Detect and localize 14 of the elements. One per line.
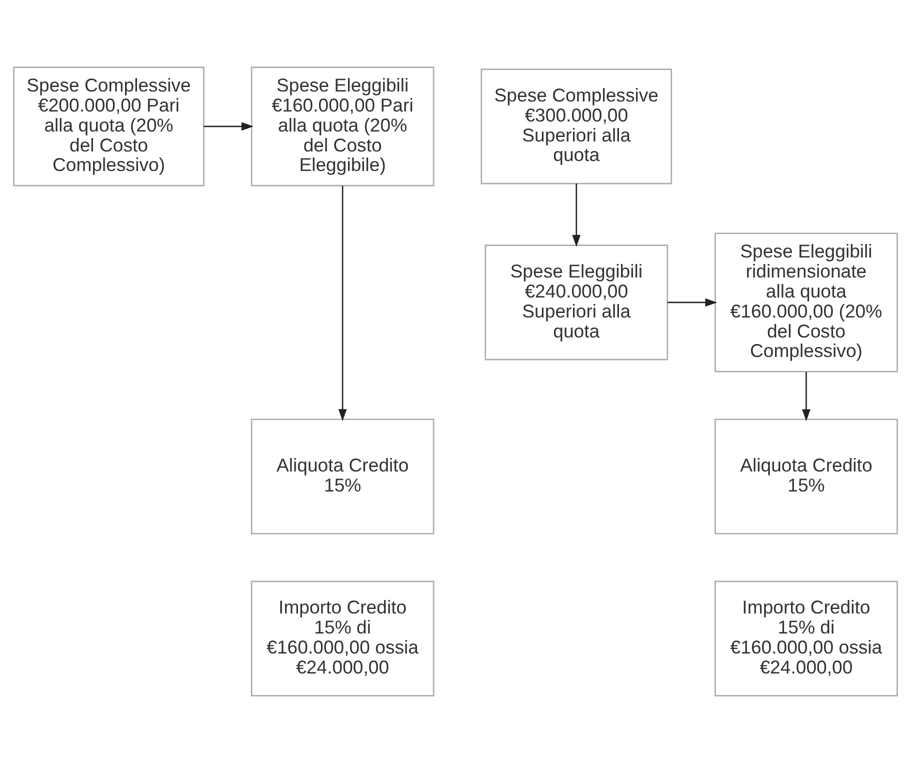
- node-box: Spese Eleggibili €240.000,00 Superiori alla quota: [484, 244, 668, 360]
- arrow: [338, 186, 347, 422]
- node-box: Spese Complessive €300.000,00 Superiori alla quota: [480, 68, 672, 184]
- node-box: Importo Credito 15% di €160.000,00 ossia €24.000,00: [250, 580, 434, 696]
- arrow: [802, 372, 810, 422]
- node-box: Spese Complessive €200.000,00 Pari alla quota (20% del Costo Complessivo): [13, 66, 204, 186]
- node-box: Aliquota Credito 15%: [714, 418, 898, 534]
- node-box: Spese Eleggibili €160.000,00 Pari alla quota (20% del Costo Eleggibile): [250, 66, 434, 186]
- node-box: Spese Eleggibili ridimensionate alla quota €160.000,00 (20% del Costo Complessivo): [714, 232, 898, 372]
- arrow: [572, 184, 581, 247]
- node-box: Aliquota Credito 15%: [250, 418, 434, 534]
- arrow: [668, 298, 718, 307]
- node-box: Importo Credito 15% di €160.000,00 ossia €24.000,00: [714, 580, 898, 696]
- arrow: [204, 122, 254, 131]
